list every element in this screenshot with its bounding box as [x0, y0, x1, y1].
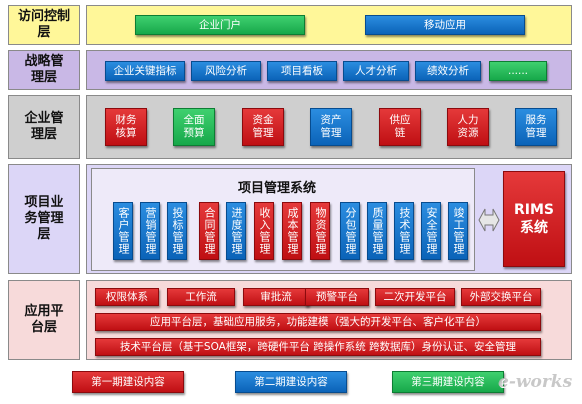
layer-label-project: 项目业务管理层: [8, 164, 80, 274]
project-quality-button[interactable]: 质量管理: [367, 202, 387, 260]
rims-system-box[interactable]: RIMS 系统: [503, 171, 565, 267]
layer-panel-enterprise: 财务核算 全面预算 资金管理 资产管理 供应链 人力资源 服务管理: [86, 95, 572, 159]
watermark-logo: e-works: [498, 372, 573, 392]
platform-dev-button[interactable]: 二次开发平台: [375, 288, 455, 306]
enterprise-service-button[interactable]: 服务管理: [515, 108, 557, 146]
project-cost-button[interactable]: 成本管理: [282, 202, 302, 260]
project-customer-button[interactable]: 客户管理: [113, 202, 133, 260]
layer-label-enterprise: 企业管理层: [8, 95, 80, 159]
project-contract-button[interactable]: 合同管理: [199, 202, 219, 260]
project-marketing-button[interactable]: 营销管理: [140, 202, 160, 260]
legend-phase-1: 第一期建设内容: [72, 371, 184, 393]
layer-label-strategy: 战略管理层: [8, 50, 80, 90]
strategy-kpi-button[interactable]: 企业关键指标: [105, 61, 185, 81]
project-system-title: 项目管理系统: [237, 181, 316, 196]
layer-panel-project: 项目管理系统 客户管理 营销管理 投标管理 合同管理 进度管理 收入管理 成本管…: [86, 164, 572, 274]
portal-button[interactable]: 企业门户: [135, 15, 305, 35]
layer-label-access: 访问控制层: [8, 5, 80, 45]
enterprise-supply-button[interactable]: 供应链: [379, 108, 421, 146]
platform-approval-button[interactable]: 审批流: [243, 288, 309, 306]
platform-tech-layer-bar[interactable]: 技术平台层（基于SOA框架，跨硬件平台 跨操作系统 跨数据库）身份认证、安全管理: [95, 338, 541, 356]
project-technology-button[interactable]: 技术管理: [394, 202, 414, 260]
strategy-talent-button[interactable]: 人才分析: [343, 61, 409, 81]
mobile-app-button[interactable]: 移动应用: [365, 15, 525, 35]
rims-title: RIMS: [513, 202, 554, 218]
enterprise-fund-button[interactable]: 资金管理: [242, 108, 284, 146]
layer-panel-platform: 权限体系 工作流 审批流 预警平台 二次开发平台 外部交换平台 应用平台层，基础…: [86, 280, 572, 360]
legend-phase-3: 第三期建设内容: [392, 371, 504, 393]
layer-label-platform: 应用平台层: [8, 280, 80, 360]
platform-alert-button[interactable]: 预警平台: [305, 288, 369, 306]
enterprise-hr-button[interactable]: 人力资源: [447, 108, 489, 146]
strategy-more-button[interactable]: ......: [489, 61, 547, 81]
platform-workflow-button[interactable]: 工作流: [167, 288, 235, 306]
platform-permission-button[interactable]: 权限体系: [95, 288, 159, 306]
project-income-button[interactable]: 收入管理: [254, 202, 274, 260]
project-completion-button[interactable]: 竣工管理: [448, 202, 468, 260]
platform-exchange-button[interactable]: 外部交换平台: [461, 288, 541, 306]
strategy-performance-button[interactable]: 绩效分析: [415, 61, 481, 81]
rims-subtitle: 系统: [520, 220, 548, 236]
project-schedule-button[interactable]: 进度管理: [226, 202, 246, 260]
project-safety-button[interactable]: 安全管理: [421, 202, 441, 260]
platform-app-layer-bar[interactable]: 应用平台层，基础应用服务，功能建模（强大的开发平台、客户化平台）: [95, 313, 541, 331]
enterprise-budget-button[interactable]: 全面预算: [173, 108, 215, 146]
layer-panel-access: 企业门户 移动应用: [86, 5, 572, 45]
layer-panel-strategy: 企业关键指标 风险分析 项目看板 人才分析 绩效分析 ......: [86, 50, 572, 90]
legend-phase-2: 第二期建设内容: [235, 371, 347, 393]
project-subcontract-button[interactable]: 分包管理: [340, 202, 360, 260]
project-bidding-button[interactable]: 投标管理: [167, 202, 187, 260]
project-system-box: 项目管理系统 客户管理 营销管理 投标管理 合同管理 进度管理 收入管理 成本管…: [91, 168, 475, 271]
project-material-button[interactable]: 物资管理: [310, 202, 330, 260]
double-arrow-icon: [478, 208, 500, 232]
strategy-risk-button[interactable]: 风险分析: [191, 61, 261, 81]
enterprise-finance-button[interactable]: 财务核算: [105, 108, 147, 146]
strategy-board-button[interactable]: 项目看板: [267, 61, 337, 81]
enterprise-asset-button[interactable]: 资产管理: [310, 108, 352, 146]
